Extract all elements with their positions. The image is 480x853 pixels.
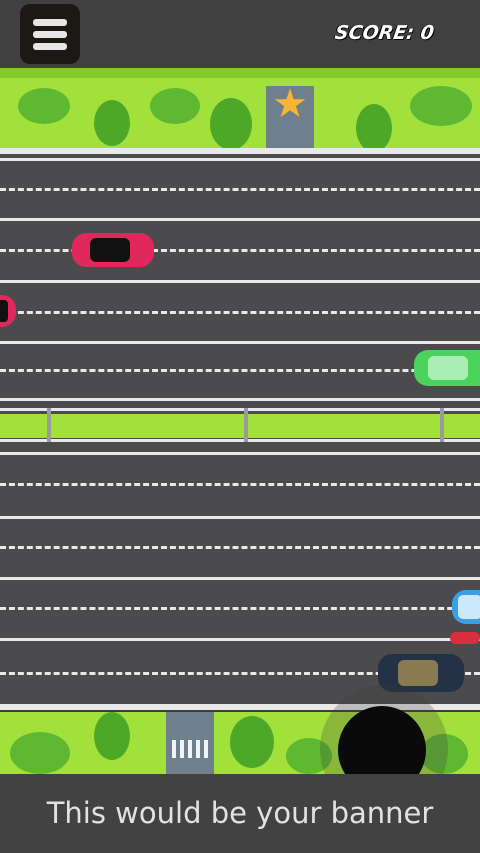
car-roof xyxy=(90,238,130,262)
sidewalk-line xyxy=(0,704,480,710)
median-edge xyxy=(0,439,480,442)
fence-post xyxy=(244,408,248,442)
score-label: SCORE: 0 xyxy=(333,22,436,44)
hamburger-menu-icon-bar xyxy=(33,43,67,50)
hamburger-menu-icon-bar xyxy=(33,31,67,38)
car-roof xyxy=(0,300,8,322)
crosswalk-stripe xyxy=(180,740,184,758)
blue-car xyxy=(452,590,480,624)
red-car xyxy=(72,233,154,267)
hamburger-menu-icon xyxy=(33,19,67,26)
fence-post xyxy=(47,408,51,442)
navy-car xyxy=(378,654,464,692)
menu-button[interactable] xyxy=(20,4,80,64)
lane-edge xyxy=(0,516,480,519)
lane-edge xyxy=(0,577,480,580)
tree-icon xyxy=(94,712,130,760)
fence-post xyxy=(440,408,444,442)
lane-edge xyxy=(0,452,480,455)
bush-icon xyxy=(18,88,70,124)
crosswalk-stripe xyxy=(172,740,176,758)
median xyxy=(0,408,480,442)
tree-icon xyxy=(230,716,274,768)
lane-divider xyxy=(0,311,480,314)
car-roof xyxy=(458,595,480,619)
bush-icon xyxy=(10,732,70,774)
top-bar: SCORE: 0 xyxy=(0,0,480,68)
car-roof xyxy=(398,660,438,686)
lane-edge xyxy=(0,638,480,641)
crosswalk-stripe xyxy=(196,740,200,758)
green-car xyxy=(414,350,480,386)
sidewalk-line xyxy=(0,148,480,154)
median-grass xyxy=(0,414,480,438)
lane-divider xyxy=(0,249,480,252)
lane-edge xyxy=(0,398,480,401)
lane-edge xyxy=(0,341,480,344)
lane-divider xyxy=(0,672,480,675)
lane-edge xyxy=(0,280,480,283)
lane-divider xyxy=(0,607,480,610)
ad-banner[interactable]: This would be your banner xyxy=(0,774,480,853)
crosswalk-stripe xyxy=(204,740,208,758)
bush-icon xyxy=(410,86,472,126)
median-edge xyxy=(0,408,480,411)
bush-icon xyxy=(420,734,468,774)
red-motorbike xyxy=(450,632,480,644)
lane-divider xyxy=(0,483,480,486)
star-icon: ★ xyxy=(272,81,308,127)
car-roof xyxy=(428,356,468,380)
start-crosswalk xyxy=(166,712,214,774)
lane-divider xyxy=(0,369,480,372)
crosswalk-stripe xyxy=(188,740,192,758)
lane-edge xyxy=(0,158,480,161)
lane-divider xyxy=(0,546,480,549)
goal-pad xyxy=(266,86,314,148)
lane-divider xyxy=(0,188,480,191)
tree-icon xyxy=(356,104,392,152)
tree-icon xyxy=(210,98,252,150)
bush-icon xyxy=(150,88,200,124)
tree-icon xyxy=(94,100,130,146)
bush-icon xyxy=(286,738,332,774)
lane-edge xyxy=(0,218,480,221)
red-car-offscreen xyxy=(0,295,16,327)
